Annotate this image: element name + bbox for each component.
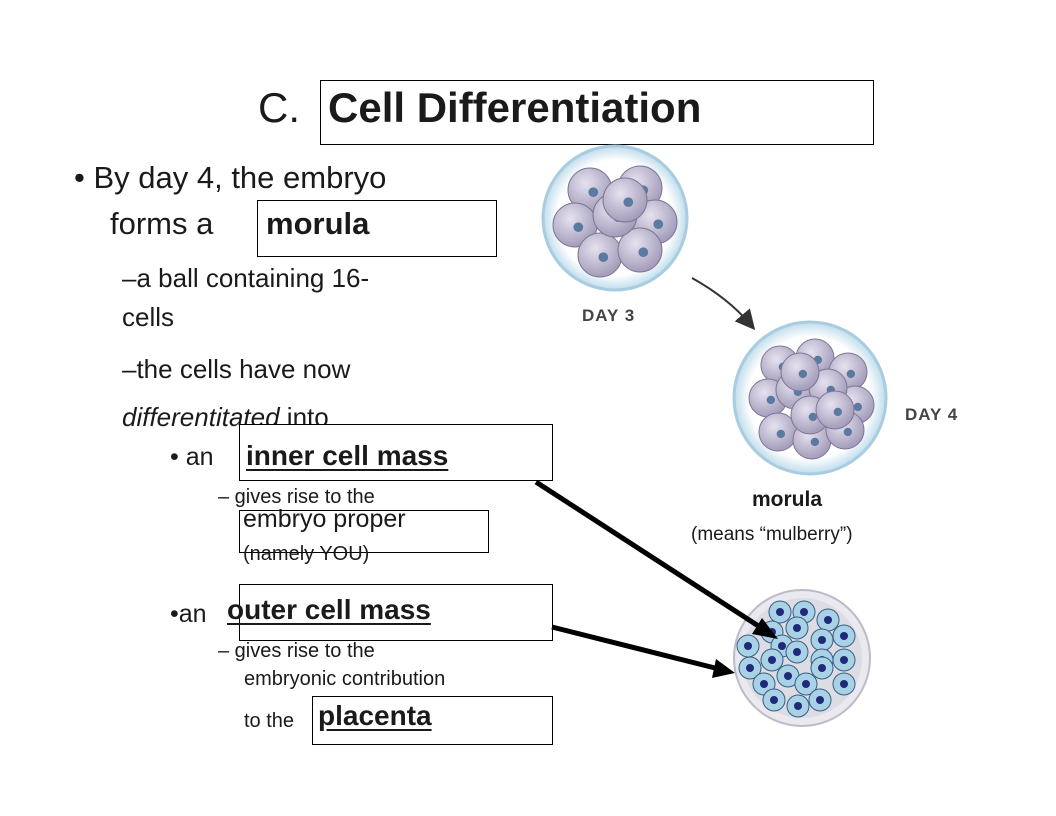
- cross-section-nucleus: [744, 642, 752, 650]
- day4-cell-nucleus: [766, 395, 776, 405]
- title-answer-box: [320, 80, 874, 145]
- day4-embryo: [732, 320, 888, 476]
- day3-cell-nucleus: [573, 222, 584, 233]
- inner-cell-mass-box: [239, 424, 553, 481]
- day4-cell-nucleus: [846, 369, 856, 379]
- cross-section-nucleus: [793, 648, 801, 656]
- cross-section-nucleus: [770, 696, 778, 704]
- cross-section-nucleus: [824, 616, 832, 624]
- cross-section-nucleus: [816, 696, 824, 704]
- title-prefix: C.: [258, 84, 300, 131]
- cross-section-nucleus: [794, 702, 802, 710]
- cross-section-nucleus: [840, 680, 848, 688]
- bullet-day4: • By day 4, the embryo: [74, 160, 387, 195]
- day4-cell-nucleus: [843, 427, 853, 437]
- cross-section-nucleus: [818, 664, 826, 672]
- day3-cell-nucleus: [623, 197, 634, 208]
- day4-cell-nucleus: [853, 402, 863, 412]
- day4-cell-nucleus: [808, 412, 818, 422]
- sub-ball-line2: cells: [122, 302, 175, 332]
- outer-cell-mass-term: outer cell mass: [227, 594, 431, 625]
- embryo-proper-box: [239, 510, 489, 553]
- outer-desc-line3: to the: [244, 710, 295, 732]
- day3-embryo: [541, 144, 689, 292]
- sub-ball-line1: –a ball containing 16-: [122, 263, 370, 293]
- cross-section-nucleus: [818, 636, 826, 644]
- morula-caption: morula: [752, 488, 823, 511]
- placenta-answer: placenta: [318, 700, 432, 731]
- cross-section-nucleus: [840, 656, 848, 664]
- inner-bullet: • an: [170, 443, 214, 471]
- day3-cell-nucleus: [598, 252, 609, 263]
- day3-cell-nucleus: [588, 187, 599, 198]
- day4-cell-nucleus: [810, 437, 820, 447]
- inner-cell-mass-term: inner cell mass: [246, 440, 449, 471]
- cross-section-nucleus: [800, 608, 808, 616]
- cross-section-nucleus: [746, 664, 754, 672]
- page-title: Cell Differentiation: [328, 84, 702, 131]
- day3-to-day4-arrow: [691, 277, 756, 331]
- cross-section-nucleus: [760, 680, 768, 688]
- day3-label: DAY 3: [582, 306, 636, 325]
- day4-cell-nucleus: [798, 369, 808, 379]
- outer-desc-line1: – gives rise to the: [218, 640, 375, 662]
- inner-cell-mass-arrow: [534, 479, 778, 639]
- inner-desc-line1: – gives rise to the: [218, 486, 375, 508]
- cross-section-nucleus: [802, 680, 810, 688]
- day3-cell-nucleus: [638, 247, 649, 258]
- placenta-answer-box: [312, 696, 553, 745]
- bullet-forms-a: forms a: [110, 206, 214, 241]
- cross-section-nucleus: [778, 642, 786, 650]
- outer-bullet: •an: [170, 600, 207, 628]
- day4-cell-nucleus: [776, 429, 786, 439]
- day4-cell-nucleus: [833, 407, 843, 417]
- day4-label: DAY 4: [905, 405, 959, 424]
- cross-section-nucleus: [768, 656, 776, 664]
- outer-desc-line2: embryonic contribution: [244, 668, 446, 690]
- morula-cross-section: [733, 589, 871, 727]
- sub-cells-line1: –the cells have now: [122, 354, 351, 384]
- cross-section-nucleus: [840, 632, 848, 640]
- inner-note: (namely YOU): [243, 543, 370, 565]
- outer-cell-mass-box: [239, 584, 553, 641]
- embryo-proper-answer: embryo proper: [243, 505, 406, 533]
- cross-section-nucleus: [793, 624, 801, 632]
- morula-answer-box: [257, 200, 497, 257]
- cross-section-nucleus: [784, 672, 792, 680]
- cross-section-nucleus: [776, 608, 784, 616]
- morula-caption-note: (means “mulberry”): [691, 524, 853, 545]
- morula-term: morula: [266, 206, 370, 241]
- outer-cell-mass-arrow: [551, 624, 735, 678]
- day3-cell-nucleus: [653, 219, 664, 230]
